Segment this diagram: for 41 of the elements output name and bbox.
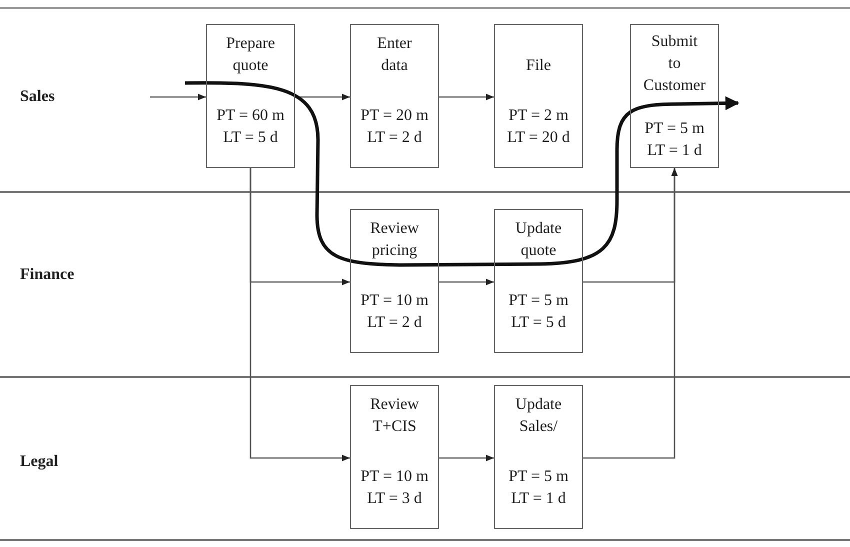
time-metric: PT = 10 m (360, 291, 430, 311)
lane-label: Legal (20, 453, 58, 471)
step-name: Update quote (515, 219, 562, 261)
process-box (350, 209, 439, 353)
process-box (630, 24, 719, 168)
arrow (150, 94, 206, 100)
process-box (494, 24, 583, 168)
step-name: Submit to Customer (643, 32, 706, 96)
step-name: File (526, 56, 551, 76)
step-name: Prepare quote (226, 34, 275, 76)
arrow (439, 454, 494, 462)
process-box (206, 24, 295, 168)
time-metric: PT = 2 m (508, 106, 570, 126)
time-metric: PT = 5 m (508, 467, 570, 487)
time-metric: PT = 5 m (644, 119, 706, 139)
process-box (494, 209, 583, 353)
step-name: Review T+CIS (370, 395, 419, 437)
arrow (439, 278, 494, 286)
time-metric: LT = 1 d (646, 141, 703, 161)
process-box (350, 24, 439, 168)
time-metric: LT = 5 d (222, 128, 279, 148)
arrow (250, 168, 350, 462)
time-metric: LT = 20 d (506, 128, 571, 148)
time-metric: LT = 5 d (510, 313, 567, 333)
time-metric: PT = 20 m (360, 106, 430, 126)
time-metric: LT = 2 d (366, 313, 423, 333)
time-metric: PT = 10 m (360, 467, 430, 487)
step-name: Update Sales/ (515, 395, 562, 437)
arrow (583, 168, 678, 459)
time-metric: PT = 60 m (216, 106, 286, 126)
process-box (350, 385, 439, 529)
lane-label: Finance (20, 266, 74, 284)
lane-label: Sales (20, 88, 55, 106)
step-name: Enter data (377, 34, 412, 76)
time-metric: PT = 5 m (508, 291, 570, 311)
step-name: Review pricing (370, 219, 419, 261)
process-box (494, 385, 583, 529)
time-metric: LT = 2 d (366, 128, 423, 148)
time-metric: LT = 3 d (366, 489, 423, 509)
arrow (439, 94, 494, 100)
time-metric: LT = 1 d (510, 489, 567, 509)
